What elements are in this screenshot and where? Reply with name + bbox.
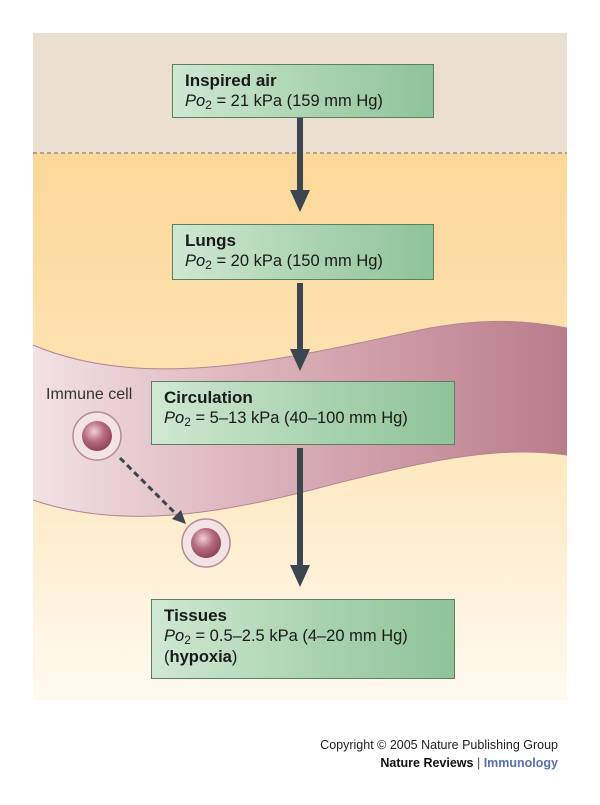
inspired-air-po2: Po2 = 21 kPa (159 mm Hg) <box>185 92 383 112</box>
immune-cell-label: Immune cell <box>46 386 133 403</box>
tissues-title: Tissues <box>164 606 228 625</box>
journal-credit: Nature Reviews | Immunology <box>380 756 558 770</box>
lungs-box: Lungs Po2 = 20 kPa (150 mm Hg) <box>172 224 434 280</box>
copyright-text: Copyright © 2005 Nature Publishing Group <box>320 738 558 752</box>
solid-down-arrow-icon <box>290 283 310 371</box>
lungs-title: Lungs <box>185 231 236 250</box>
solid-down-arrow-icon <box>290 448 310 587</box>
lungs-po2: Po2 = 20 kPa (150 mm Hg) <box>185 252 383 272</box>
immune-cell-icon <box>181 518 231 568</box>
vessel-edge-top <box>32 320 568 370</box>
tissues-hypoxia-note: (hypoxia) <box>164 648 238 666</box>
circulation-po2: Po2 = 5–13 kPa (40–100 mm Hg) <box>164 409 408 429</box>
tissues-po2: Po2 = 0.5–2.5 kPa (4–20 mm Hg) <box>164 627 408 647</box>
dashed-arrow-icon <box>118 456 186 524</box>
inspired-air-box: Inspired air Po2 = 21 kPa (159 mm Hg) <box>172 64 434 118</box>
vessel-edge-bottom <box>32 451 568 517</box>
tissues-box: Tissues Po2 = 0.5–2.5 kPa (4–20 mm Hg) (… <box>151 599 455 679</box>
immune-cell-icon <box>72 411 122 461</box>
inspired-air-title: Inspired air <box>185 71 277 90</box>
circulation-title: Circulation <box>164 388 253 407</box>
circulation-box: Circulation Po2 = 5–13 kPa (40–100 mm Hg… <box>151 381 455 445</box>
solid-down-arrow-icon <box>290 118 310 212</box>
